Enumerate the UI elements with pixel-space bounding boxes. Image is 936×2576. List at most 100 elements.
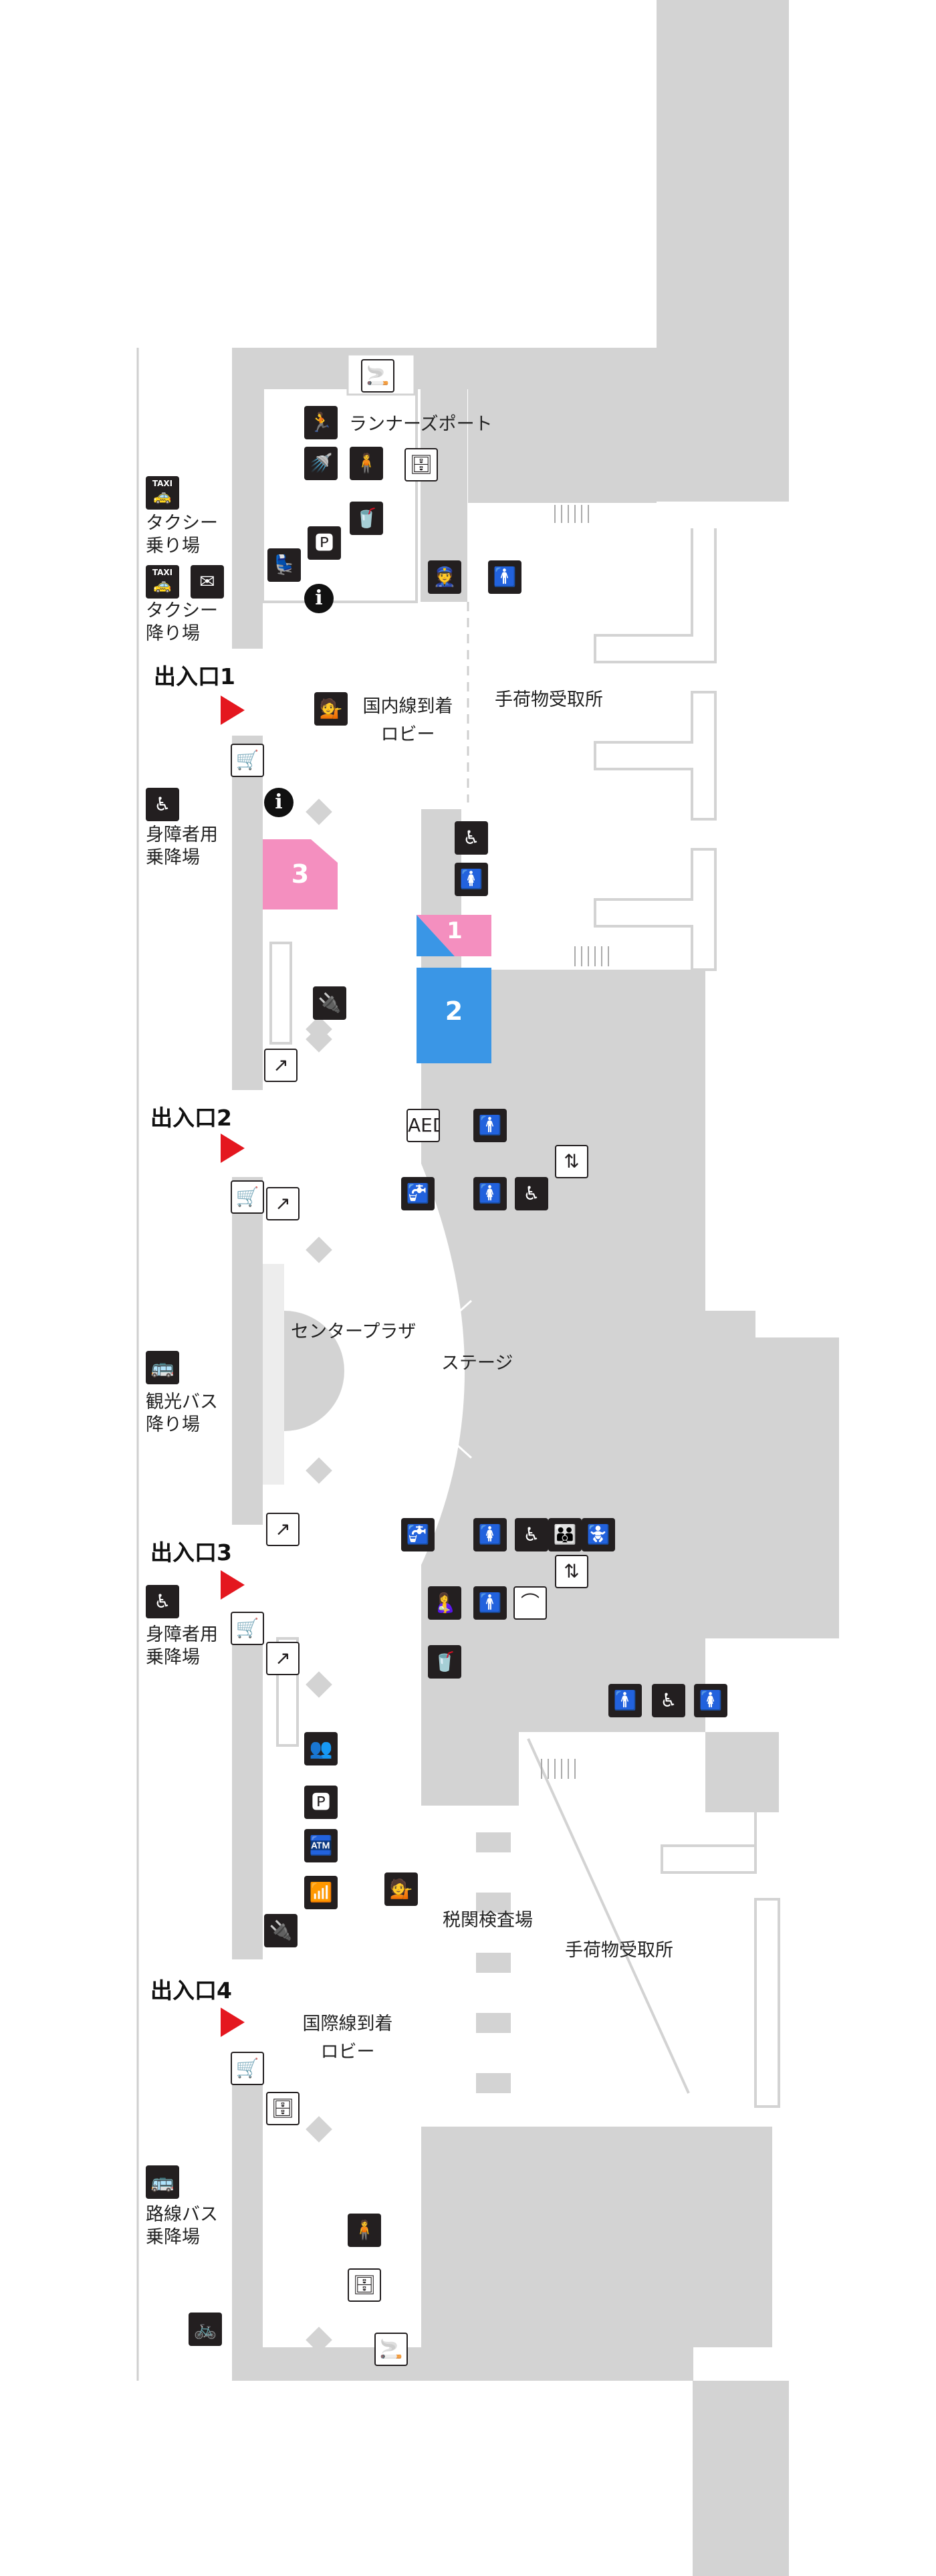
nursing-room-icon: 🤱 — [428, 1586, 461, 1620]
mens-restroom-icon: 🚹 — [473, 1109, 507, 1142]
shower-icon: 🚿 — [304, 447, 338, 480]
wall-d — [232, 1625, 263, 1959]
entrance-4-arrow[interactable] — [221, 2008, 245, 2037]
womens-restroom-icon: 🚺 — [694, 1684, 727, 1717]
tour-bus-label-2: 降り場 — [146, 1414, 200, 1435]
pillar-diamond — [306, 1457, 332, 1484]
shop-1-number[interactable]: 1 — [447, 918, 463, 944]
taxi-icon-text: TAXI — [152, 568, 173, 577]
baggage-claim-domestic-label: 手荷物受取所 — [495, 689, 603, 710]
domestic-lobby-label-1: 国内線到着 — [362, 696, 453, 717]
wheelchair-restroom-icon: ♿ — [455, 821, 488, 855]
taxi-dropoff-label-1: タクシー — [146, 601, 218, 621]
wheelchair-restroom-icon: ♿ — [652, 1684, 685, 1717]
baggage-belts-domestic — [594, 528, 717, 971]
aed-text: AED — [408, 1114, 439, 1136]
locker-icon: 🗄 — [266, 2092, 300, 2125]
baggage-cart-icon: 🛒 — [231, 1180, 264, 1214]
mail-icon: ✉ — [191, 565, 224, 599]
shop-3-number[interactable]: 3 — [291, 859, 310, 889]
womens-restroom-icon: 🚺 — [473, 1177, 507, 1210]
meeting-point-icon: 💁 — [314, 692, 348, 726]
parking-icon: 🅿 — [308, 526, 341, 560]
wall-b — [232, 736, 263, 1090]
pillar-diamond — [306, 1237, 332, 1263]
womens-restroom-icon: 🚺 — [473, 1518, 507, 1551]
south-block — [421, 2127, 772, 2347]
massage-chair-icon: 💺 — [267, 548, 301, 582]
baggage-cart-icon: 🛒 — [231, 2052, 264, 2085]
runners-port-label: ランナーズポート — [349, 414, 493, 435]
pillar-diamond — [306, 1671, 332, 1698]
baggage-cart-icon: 🛒 — [231, 744, 264, 777]
drinking-fountain-icon: 🚰 — [401, 1177, 435, 1210]
wall-e — [232, 2053, 263, 2381]
smoking-area-icon: 🚬 — [361, 359, 394, 393]
atm-icon: 🏧 — [304, 1829, 338, 1862]
waiting-area-icon: 👥 — [304, 1732, 338, 1765]
customs-label: 税関検査場 — [443, 1910, 533, 1931]
entrance-2-arrow[interactable] — [221, 1134, 245, 1163]
accessible-dropoff-1-label-1: 身障者用 — [146, 825, 218, 845]
escalator-icon: ↗ — [266, 1187, 300, 1220]
room-outline — [261, 360, 418, 603]
north-wing — [657, 0, 789, 502]
information-icon[interactable]: i — [264, 788, 294, 817]
wifi-icon: 📶 — [304, 1876, 338, 1909]
wheelchair-icon: ♿ — [146, 1585, 179, 1618]
escalator-icon: ↗ — [264, 1049, 298, 1082]
stage-label: ステージ — [441, 1353, 513, 1374]
police-icon: 👮 — [428, 560, 461, 594]
taxi-pickup-label-1: タクシー — [146, 513, 218, 534]
taxi-icon: TAXI🚕 — [146, 476, 179, 510]
domestic-lobby-label-2: ロビー — [380, 724, 435, 745]
international-lobby-label-1: 国際線到着 — [302, 2014, 393, 2034]
aed-icon: AED — [406, 1109, 440, 1142]
baby-changing-icon: 🚼 — [582, 1518, 615, 1551]
tour-bus-label-1: 観光バス — [146, 1392, 218, 1412]
locker-icon: 🗄 — [348, 2268, 381, 2302]
south-strip — [232, 2347, 693, 2381]
entrance-3-arrow[interactable] — [221, 1570, 245, 1600]
shop-1-blue — [417, 915, 455, 956]
escalator-outline — [276, 1637, 299, 1747]
escalator-icon: ↗ — [266, 1513, 300, 1546]
international-lobby-label-2: ロビー — [320, 2042, 375, 2062]
charging-icon: 🔌 — [313, 986, 346, 1020]
accessible-dropoff-2-label-2: 乗降場 — [146, 1647, 200, 1668]
pillar-diamond — [306, 2327, 332, 2353]
vending-icon: 🥤 — [350, 502, 383, 535]
entrance-1-label: 出入口1 — [154, 663, 235, 689]
center-plaza-label: センタープラザ — [291, 1321, 417, 1342]
pillar-diamond — [306, 798, 332, 825]
cloakroom-icon: ⌒ — [513, 1586, 547, 1620]
information-icon[interactable]: i — [304, 584, 334, 613]
wheelchair-restroom-icon: ♿ — [515, 1177, 548, 1210]
taxi-pickup-label-2: 乗り場 — [146, 536, 200, 556]
stairs — [541, 505, 609, 1779]
north-block — [468, 389, 657, 503]
elevator-icon: ⇅ — [555, 1145, 588, 1178]
entrance-4-label: 出入口4 — [150, 1977, 232, 2004]
bus-icon: 🚌 — [146, 1351, 179, 1384]
south-wing — [693, 2381, 789, 2576]
customs-booths — [476, 1832, 511, 2093]
wheelchair-restroom-icon: ♿ — [515, 1518, 548, 1551]
car-glyph: 🚕 — [153, 577, 172, 594]
stage-outline — [427, 1299, 473, 1459]
shop-2-shape — [417, 968, 491, 1063]
elevator-icon: ⇅ — [555, 1555, 588, 1588]
baggage-claim-international-label: 手荷物受取所 — [565, 1940, 673, 1961]
shop-1-pink — [417, 915, 491, 956]
mens-restroom-icon: 🚹 — [473, 1586, 507, 1620]
baggage-belts-international — [527, 1738, 780, 2108]
bicycle-icon: 🚲 — [189, 2313, 222, 2346]
locker-attendant-icon: 🧍 — [348, 2214, 381, 2247]
charging-icon: 🔌 — [264, 1914, 298, 1947]
locker-attendant-icon: 🧍 — [350, 447, 383, 480]
entrance-1-arrow[interactable] — [221, 695, 245, 725]
pillar-diamond — [306, 2116, 332, 2143]
mens-restroom-icon: 🚹 — [488, 560, 521, 594]
shop-2-number[interactable]: 2 — [445, 996, 463, 1026]
